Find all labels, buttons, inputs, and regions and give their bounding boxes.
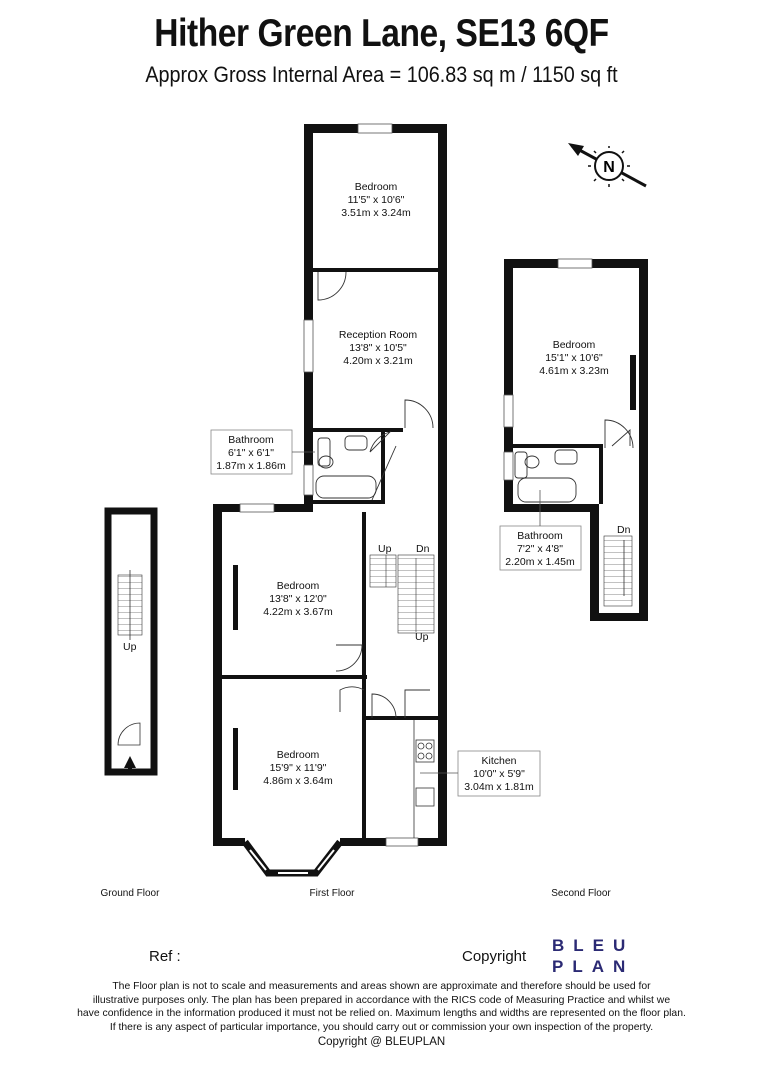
floor-label-ground: Ground Floor <box>101 888 161 899</box>
copyright-line: Copyright @ BLEUPLAN <box>317 1036 446 1049</box>
second-floor-plan: Dn <box>503 258 648 621</box>
room-name: Bathroom <box>517 530 563 542</box>
room-reception: Reception Room 13'8" x 10'5" 4.20m x 3.2… <box>339 329 417 367</box>
first-stairs-up-label: Up <box>378 543 392 555</box>
room-name: Reception Room <box>339 329 417 341</box>
room-bedroom-bay: Bedroom 15'9" x 11'9" 4.86m x 3.64m <box>263 749 333 787</box>
north-compass: N <box>568 143 647 188</box>
disclaimer-line: The Floor plan is not to scale and measu… <box>112 981 651 992</box>
copyright-label: Copyright <box>462 948 527 965</box>
room-size-metric: 4.86m x 3.64m <box>263 775 333 787</box>
room-name: Kitchen <box>481 755 516 767</box>
room-size-imperial: 10'0" x 5'9" <box>473 768 525 780</box>
room-name: Bedroom <box>277 580 320 592</box>
room-name: Bedroom <box>355 181 398 193</box>
ground-stairs-up-label: Up <box>123 641 137 653</box>
callout-bathroom-first: Bathroom 6'1" x 6'1" 1.87m x 1.86m <box>210 429 315 475</box>
room-size-metric: 4.20m x 3.21m <box>343 355 413 367</box>
logo-line-1: BLEU <box>552 936 635 955</box>
floor-label-first: First Floor <box>310 888 356 899</box>
room-size-imperial: 13'8" x 12'0" <box>269 593 327 605</box>
room-name: Bathroom <box>228 434 274 446</box>
room-size-imperial: 13'8" x 10'5" <box>349 342 407 354</box>
bleuplan-logo: BLEU PLAN <box>552 935 642 977</box>
room-bedroom-top: Bedroom 11'5" x 10'6" 3.51m x 3.24m <box>341 181 411 219</box>
first-stairs-up-bottom-label: Up <box>415 631 429 643</box>
room-size-imperial: 15'1" x 10'6" <box>545 352 603 364</box>
floor-label-second: Second Floor <box>551 888 611 899</box>
ref-label: Ref : <box>149 948 181 965</box>
first-stairs-down-label: Dn <box>416 543 430 555</box>
callout-kitchen: Kitchen 10'0" x 5'9" 3.04m x 1.81m <box>420 750 541 797</box>
logo-line-2: PLAN <box>552 957 635 976</box>
disclaimer-line: If there is any aspect of particular imp… <box>109 1021 654 1033</box>
callout-bathroom-second: Bathroom 7'2" x 4'8" 2.20m x 1.45m <box>499 490 582 571</box>
first-floor-plan: Up Dn Up <box>213 123 447 877</box>
area-subtitle: Approx Gross Internal Area = 106.83 sq m… <box>145 62 618 87</box>
room-size-imperial: 6'1" x 6'1" <box>228 447 274 459</box>
room-size-metric: 2.20m x 1.45m <box>505 556 575 568</box>
room-size-metric: 1.87m x 1.86m <box>216 460 286 472</box>
disclaimer-line: illustrative purposes only. The plan has… <box>92 994 671 1006</box>
room-size-imperial: 11'5" x 10'6" <box>348 194 405 206</box>
room-name: Bedroom <box>277 749 320 761</box>
disclaimer: The Floor plan is not to scale and measu… <box>40 980 723 1050</box>
room-size-imperial: 15'9" x 11'9" <box>270 762 327 774</box>
room-size-metric: 3.04m x 1.81m <box>464 781 534 793</box>
disclaimer-line: have confidence in the information produ… <box>77 1008 686 1020</box>
room-bedroom-mid: Bedroom 13'8" x 12'0" 4.22m x 3.67m <box>263 580 333 618</box>
room-size-imperial: 7'2" x 4'8" <box>517 543 563 555</box>
second-stairs-down-label: Dn <box>617 524 631 536</box>
compass-north-label: N <box>603 159 615 176</box>
room-bedroom-second: Bedroom 15'1" x 10'6" 4.61m x 3.23m <box>539 339 609 377</box>
page-title: Hither Green Lane, SE13 6QF <box>154 12 609 55</box>
room-name: Bedroom <box>553 339 596 351</box>
room-size-metric: 4.61m x 3.23m <box>539 365 609 377</box>
room-size-metric: 3.51m x 3.24m <box>341 207 411 219</box>
ground-floor-plan: Up <box>104 507 158 776</box>
room-size-metric: 4.22m x 3.67m <box>263 606 333 618</box>
